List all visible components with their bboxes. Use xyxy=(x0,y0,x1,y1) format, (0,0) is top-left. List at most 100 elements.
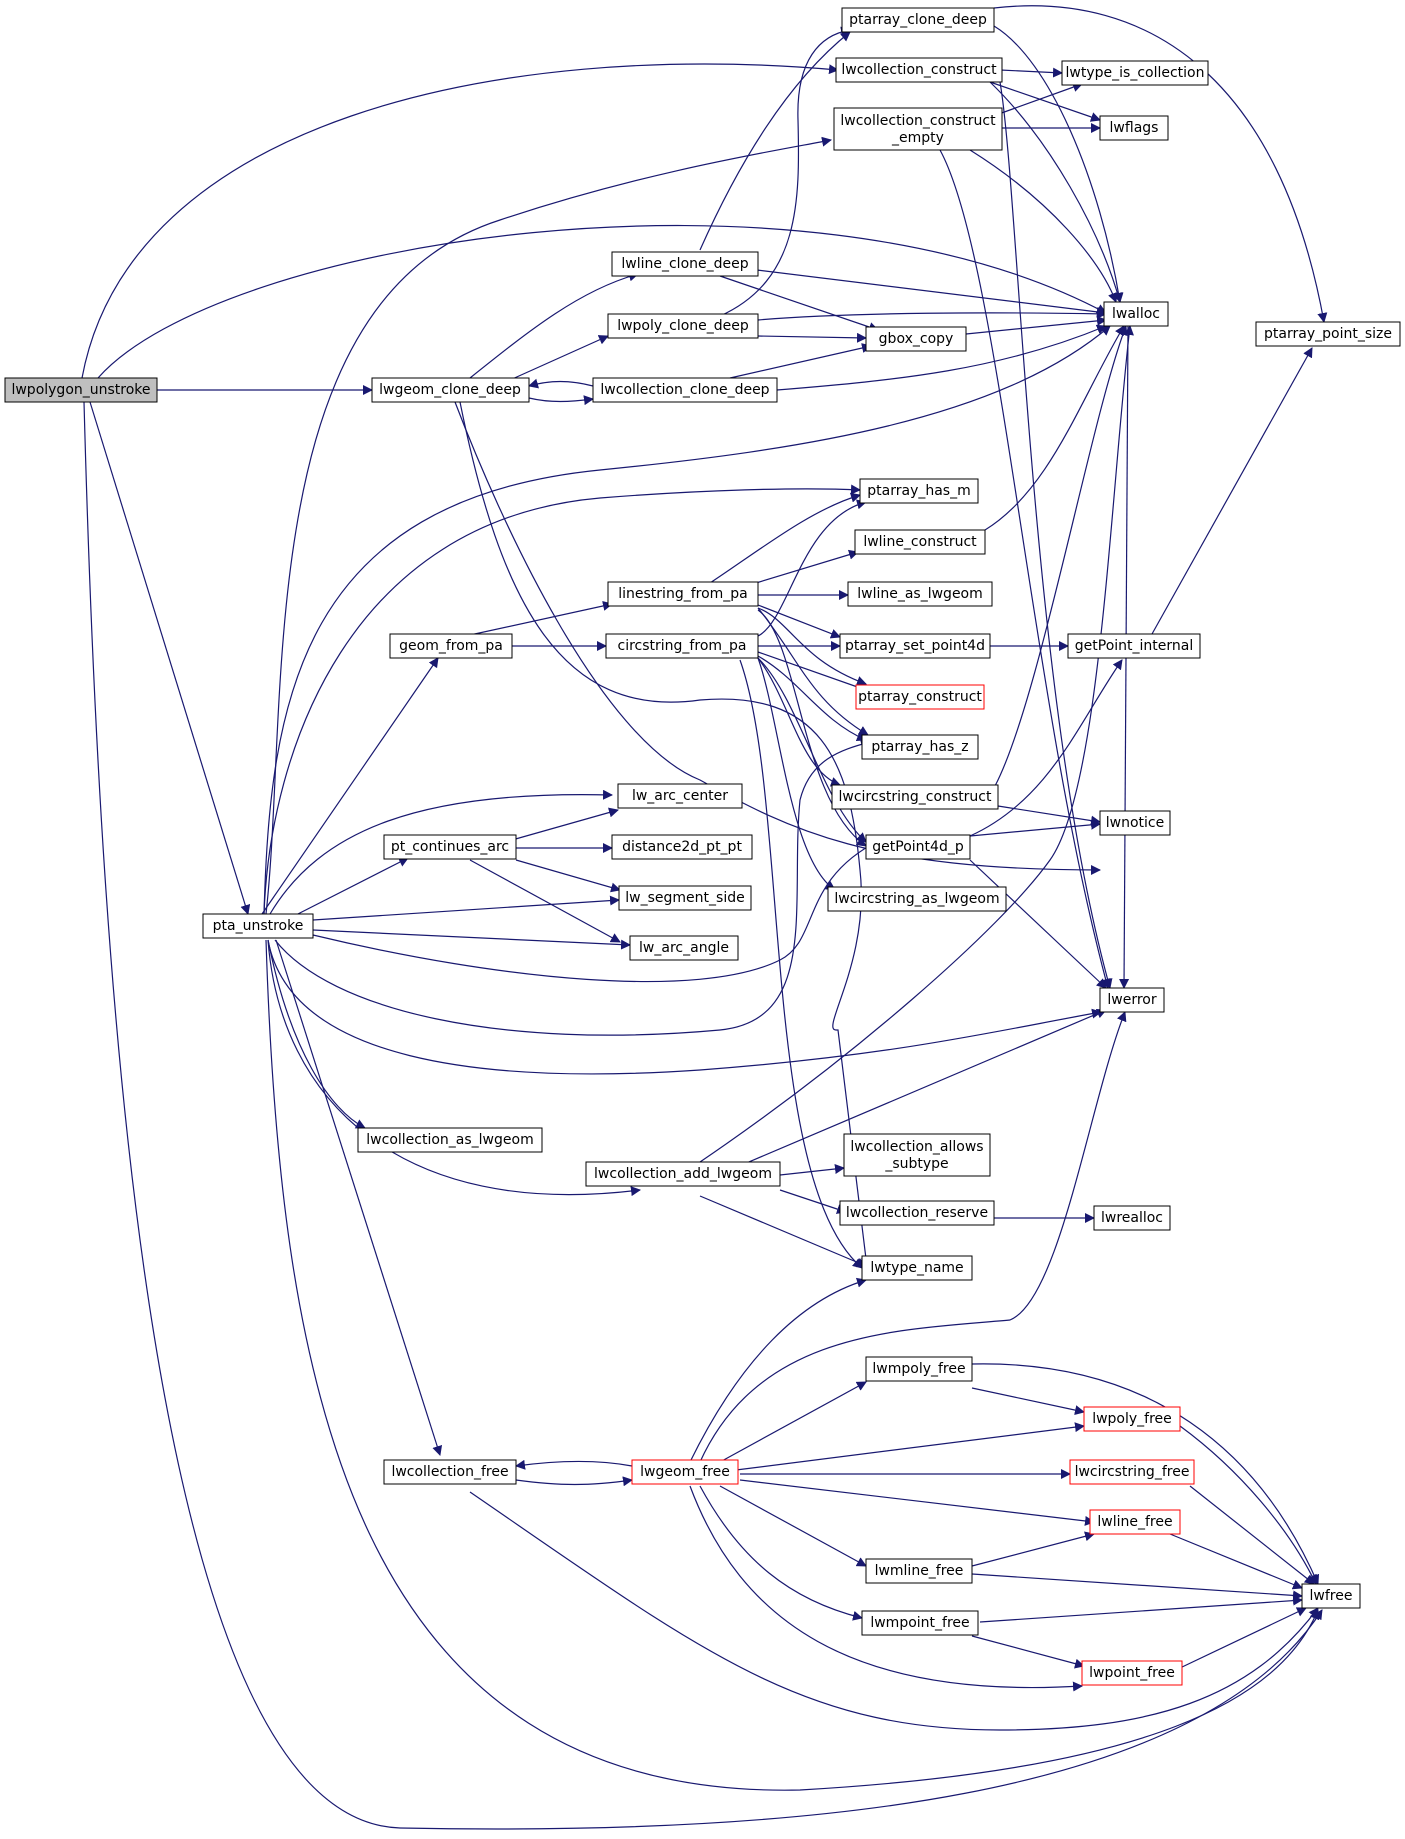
node-lwline_construct[interactable]: lwline_construct xyxy=(854,529,986,555)
node-lwcollection_as_lwgeom[interactable]: lwcollection_as_lwgeom xyxy=(357,1127,543,1153)
call-edges xyxy=(81,5,1328,1830)
node-geom_from_pa[interactable]: geom_from_pa xyxy=(389,633,513,659)
node-lw_segment_side[interactable]: lw_segment_side xyxy=(618,885,752,911)
edge-pt_continues_arc-lw_arc_center xyxy=(511,807,619,841)
node-lwflags[interactable]: lwflags xyxy=(1099,115,1169,141)
node-lw_arc_center[interactable]: lw_arc_center xyxy=(617,783,743,809)
node-label: lwline_construct xyxy=(863,534,977,550)
node-lwmpoly_free[interactable]: lwmpoly_free xyxy=(865,1356,973,1382)
edge-pta_unstroke-lw_arc_center xyxy=(269,789,613,915)
edge-circstring_from_pa-lwtype_name xyxy=(739,659,863,1269)
edge-lwcollection_add_lwgeom-lwcollection_allows_subtype xyxy=(779,1164,845,1176)
node-lwcollection_allows_subtype[interactable]: lwcollection_allows _subtype xyxy=(843,1133,991,1177)
node-label: ptarray_clone_deep xyxy=(849,12,987,28)
node-lwpoly_clone_deep[interactable]: lwpoly_clone_deep xyxy=(607,313,759,339)
node-label: lwcollection_construct xyxy=(841,62,997,78)
node-ptarray_set_point4d[interactable]: ptarray_set_point4d xyxy=(839,633,991,659)
edge-lwcollection_add_lwgeom-lwalloc xyxy=(699,325,1134,1163)
edge-lwgeom_clone_deep-lwline_clone_deep xyxy=(469,271,639,379)
node-lw_arc_angle[interactable]: lw_arc_angle xyxy=(629,935,739,961)
node-lwline_free[interactable]: lwline_free xyxy=(1089,1509,1181,1535)
node-lwcircstring_free[interactable]: lwcircstring_free xyxy=(1069,1459,1195,1485)
node-lwalloc[interactable]: lwalloc xyxy=(1103,301,1169,327)
node-lwtype_name[interactable]: lwtype_name xyxy=(861,1255,973,1281)
node-label: lwalloc xyxy=(1112,306,1160,322)
edge-getPoint4d_p-lwerror xyxy=(969,859,1107,989)
node-lwcircstring_as_lwgeom[interactable]: lwcircstring_as_lwgeom xyxy=(827,886,1007,912)
node-label: lw_segment_side xyxy=(625,890,744,906)
node-label: lwcircstring_free xyxy=(1075,1464,1190,1480)
edge-linestring_from_pa-ptarray_set_point4d xyxy=(757,604,841,639)
node-label: lwerror xyxy=(1107,992,1156,1008)
node-ptarray_has_z[interactable]: ptarray_has_z xyxy=(861,734,979,760)
edge-lwgeom_free-lwpoly_free xyxy=(735,1422,1085,1471)
node-label: pta_unstroke xyxy=(213,918,304,934)
node-lwcollection_add_lwgeom[interactable]: lwcollection_add_lwgeom xyxy=(585,1161,781,1187)
node-linestring_from_pa[interactable]: linestring_from_pa xyxy=(607,581,759,607)
node-label: lwtype_is_collection xyxy=(1066,65,1205,81)
node-pt_continues_arc[interactable]: pt_continues_arc xyxy=(383,834,517,860)
edge-pta_unstroke-ptarray_has_m xyxy=(263,484,861,915)
node-label: lwrealloc xyxy=(1101,1210,1163,1226)
edge-pta_unstroke-getPoint4d_p xyxy=(312,839,881,983)
edge-lwgeom_clone_deep-lwcollection_clone_deep xyxy=(528,395,594,406)
node-getPoint4d_p[interactable]: getPoint4d_p xyxy=(865,834,971,860)
node-lwfree[interactable]: lwfree xyxy=(1301,1583,1361,1609)
node-lwrealloc[interactable]: lwrealloc xyxy=(1093,1205,1171,1231)
edge-pta_unstroke-lwcollection_free xyxy=(275,939,443,1456)
edge-lwpolygon_unstroke-pta_unstroke xyxy=(89,401,251,915)
node-label: lw_arc_angle xyxy=(639,940,729,956)
node-label: geom_from_pa xyxy=(399,638,503,654)
edge-lwgeom_free-lwline_free xyxy=(739,1479,1095,1526)
node-label: lwfree xyxy=(1310,1588,1353,1604)
node-lwpoly_free[interactable]: lwpoly_free xyxy=(1083,1406,1181,1432)
node-lwpoint_free[interactable]: lwpoint_free xyxy=(1081,1660,1183,1686)
node-label: lwline_as_lwgeom xyxy=(857,586,983,602)
edge-lwgeom_free-lwtype_name xyxy=(689,1277,867,1463)
node-lwcollection_construct_empty[interactable]: lwcollection_construct _empty xyxy=(833,107,1003,151)
node-gbox_copy[interactable]: gbox_copy xyxy=(865,326,967,352)
edge-lwmpoint_free-lwpoint_free xyxy=(971,1635,1085,1669)
edge-getPoint4d_p-getPoint_internal xyxy=(969,659,1123,837)
node-pta_unstroke[interactable]: pta_unstroke xyxy=(202,913,314,939)
edge-lwpoly_clone_deep-lwalloc xyxy=(757,308,1107,321)
edge-lwpolygon_unstroke-lwcollection_construct xyxy=(81,63,839,379)
node-label: ptarray_construct xyxy=(858,689,982,705)
node-lwerror[interactable]: lwerror xyxy=(1099,987,1165,1013)
node-ptarray_point_size[interactable]: ptarray_point_size xyxy=(1255,321,1401,347)
node-lwgeom_clone_deep[interactable]: lwgeom_clone_deep xyxy=(371,377,530,403)
edge-circstring_from_pa-ptarray_construct xyxy=(757,651,867,692)
node-lwnotice[interactable]: lwnotice xyxy=(1099,810,1171,836)
node-distance2d_pt_pt[interactable]: distance2d_pt_pt xyxy=(611,834,753,860)
node-getPoint_internal[interactable]: getPoint_internal xyxy=(1067,633,1201,659)
node-lwmpoint_free[interactable]: lwmpoint_free xyxy=(861,1610,979,1636)
node-lwline_as_lwgeom[interactable]: lwline_as_lwgeom xyxy=(847,581,993,607)
node-label: lwcircstring_as_lwgeom xyxy=(834,891,999,907)
node-lwcollection_construct[interactable]: lwcollection_construct xyxy=(835,57,1003,83)
edge-lwcollection_add_lwgeom-lwcollection_reserve xyxy=(779,1189,847,1214)
edge-lwcircstring_construct-lwalloc xyxy=(994,325,1128,787)
node-label: lwcollection_free xyxy=(391,1464,508,1480)
edge-lwpoint_free-lwfree xyxy=(1179,1607,1307,1669)
node-lwgeom_free[interactable]: lwgeom_free xyxy=(631,1459,739,1485)
node-lwcollection_reserve[interactable]: lwcollection_reserve xyxy=(839,1200,995,1226)
node-lwcollection_clone_deep[interactable]: lwcollection_clone_deep xyxy=(592,377,778,403)
node-lwmline_free[interactable]: lwmline_free xyxy=(865,1558,973,1584)
node-circstring_from_pa[interactable]: circstring_from_pa xyxy=(605,633,759,659)
node-label: lwcollection_as_lwgeom xyxy=(366,1132,533,1148)
node-ptarray_clone_deep[interactable]: ptarray_clone_deep xyxy=(841,7,995,33)
edge-lwgeom_free-lwcollection_free xyxy=(515,1459,633,1470)
edge-lwline_construct-lwalloc xyxy=(984,325,1125,531)
node-ptarray_has_m[interactable]: ptarray_has_m xyxy=(859,478,979,504)
node-lwcircstring_construct[interactable]: lwcircstring_construct xyxy=(831,784,999,810)
node-label: lwpoly_clone_deep xyxy=(617,318,749,334)
node-lwpolygon_unstroke[interactable]: lwpolygon_unstroke xyxy=(4,377,158,403)
node-lwtype_is_collection[interactable]: lwtype_is_collection xyxy=(1061,60,1209,86)
node-label-line2: _empty xyxy=(891,130,944,146)
edge-linestring_from_pa-lwline_construct xyxy=(755,549,859,584)
node-ptarray_construct[interactable]: ptarray_construct xyxy=(855,684,985,710)
edge-lwpolygon_unstroke-lwfree xyxy=(83,401,1323,1830)
node-lwline_clone_deep[interactable]: lwline_clone_deep xyxy=(611,251,759,277)
node-lwcollection_free[interactable]: lwcollection_free xyxy=(383,1459,517,1485)
